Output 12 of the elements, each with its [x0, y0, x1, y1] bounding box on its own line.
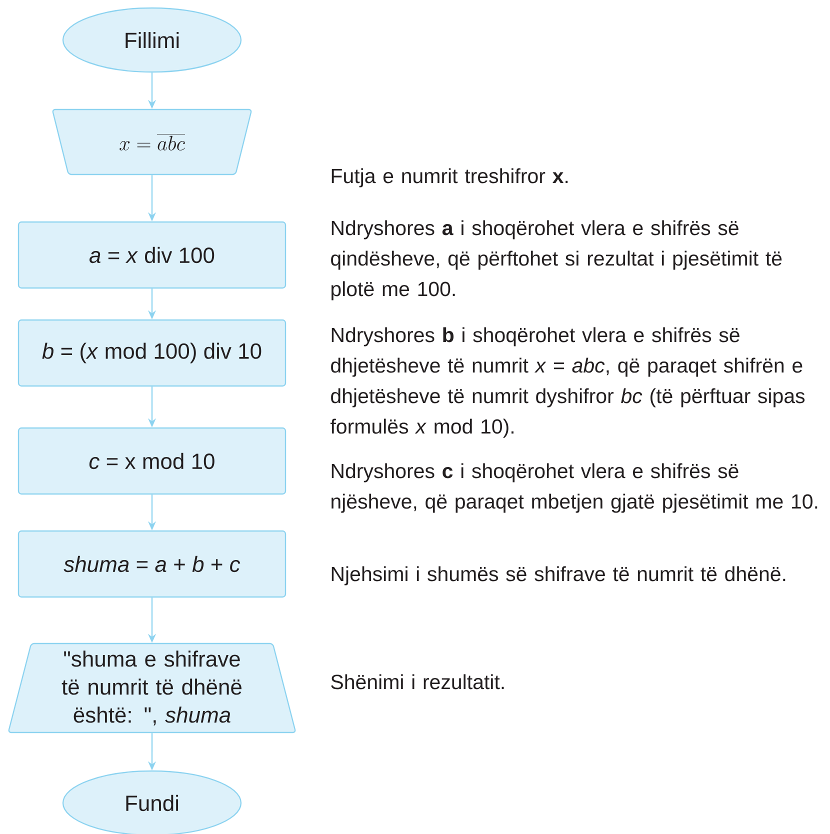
description-text: Ndryshores c i shoqërohet vlera e shifrës së njësheve, që paraqet mbetjen gjatë pjesëtimit me 10.	[332, 463, 818, 513]
description-text: Ndryshores b i shoqërohet vlera e shifrës së dhjetësheve të numrit x = abc, që paraqet shifrën e dhjetësheve të numrit dyshifror bc (të përftuar sipas formulës x mod 10).	[330, 327, 805, 438]
output-trapezoid: "shuma e shifrave të numrit të dhënë është: ", shuma	[8, 642, 296, 734]
description-text: Njehsimi i shumës së shifrave të numrit të dhënë.	[332, 566, 786, 586]
process-box: b = (x mod 100) div 10	[18, 319, 286, 387]
description-text: Ndryshores a i shoqërohet vlera e shifrës së qindësheve, që përftohet si rezultat i pjesëtimit të plotë me 100.	[331, 220, 782, 300]
process-box: shuma = a + b + c	[18, 530, 286, 598]
description-text: Futja e numrit treshifror x.	[332, 168, 568, 188]
description-text: Shënimi i rezultatit.	[331, 674, 504, 690]
input-trapezoid: $x = \overline{abc}$	[52, 108, 252, 176]
process-box: a = x div 100	[18, 221, 286, 289]
process-box: c = x mod 10	[18, 427, 286, 495]
